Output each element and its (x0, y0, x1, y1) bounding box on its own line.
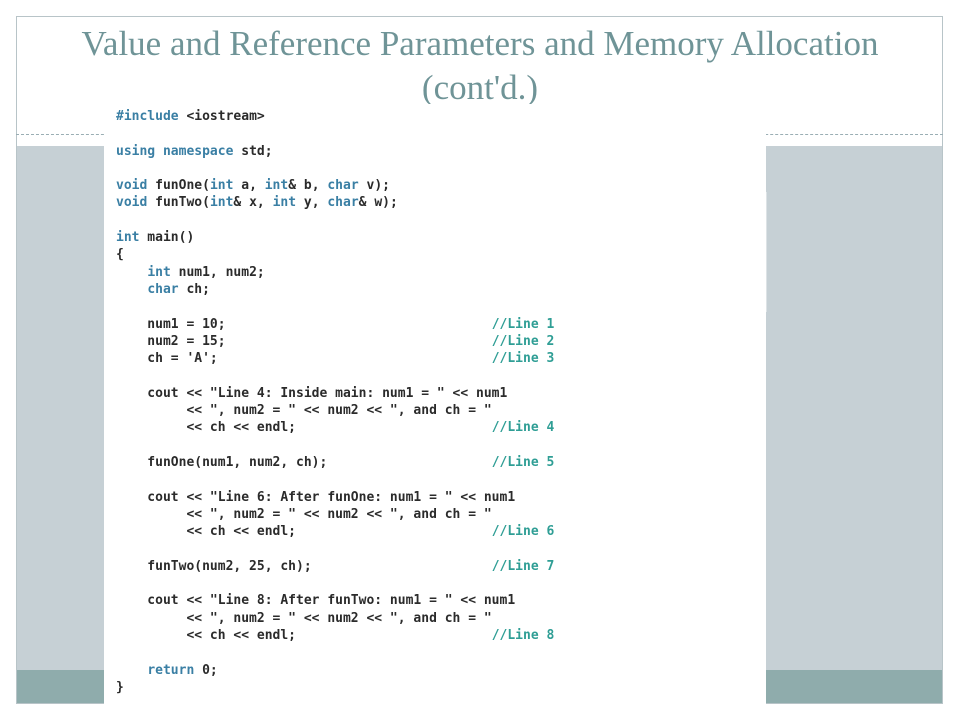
code-line (116, 644, 554, 661)
code-line: char ch; (147, 281, 210, 297)
code-line: << ", num2 = " << num2 << ", and ch = " (116, 403, 492, 419)
code-line: << ch << endl; //Line 6 (116, 524, 555, 540)
code-line: int main() (116, 230, 195, 246)
code-line (116, 160, 554, 177)
code-line: funOne(num1, num2, ch); //Line 5 (116, 454, 555, 470)
code-line: << ch << endl; //Line 4 (116, 420, 555, 436)
left-footer-bar (17, 670, 104, 703)
code-line (116, 125, 554, 142)
code-line: void funOne(int a, int& b, char v); (116, 178, 390, 194)
right-footer-bar (766, 670, 942, 703)
code-line (116, 298, 554, 315)
code-listing-card: #include <iostream> using namespace std; v… (104, 104, 767, 704)
code-line (116, 437, 554, 454)
code-line: << ", num2 = " << num2 << ", and ch = " (116, 610, 492, 626)
code-line: num2 = 15; //Line 2 (116, 333, 555, 349)
code-line: num1 = 10; //Line 1 (116, 316, 555, 332)
code-line: int num1, num2; (147, 264, 265, 280)
code-line (116, 540, 554, 557)
code-line: cout << "Line 6: After funOne: num1 = " … (116, 489, 516, 505)
slide-title: Value and Reference Parameters and Memor… (81, 24, 879, 107)
code-line: << ch << endl; //Line 8 (116, 627, 555, 643)
left-panel (17, 146, 104, 670)
code-line: << ", num2 = " << num2 << ", and ch = " (116, 506, 492, 522)
code-line: cout << "Line 4: Inside main: num1 = " <… (116, 385, 508, 401)
code-line (116, 367, 554, 384)
code-line: #include <iostream> (116, 109, 265, 124)
code-line: void funTwo(int& x, int y, char& w); (116, 195, 398, 211)
code-line: funTwo(num2, 25, ch); //Line 7 (116, 558, 555, 574)
code-line: using namespace std; (116, 143, 273, 159)
code-line: return 0; (147, 662, 218, 678)
code-line (116, 575, 554, 592)
code-line: { (116, 247, 124, 263)
code-line (116, 471, 554, 488)
code-line: cout << "Line 8: After funTwo: num1 = " … (116, 593, 516, 609)
code-line (116, 212, 554, 229)
code-line: ch = 'A'; //Line 3 (116, 351, 555, 367)
code-listing: #include <iostream> using namespace std; v… (116, 108, 554, 696)
code-line: } (116, 679, 124, 695)
right-panel (766, 146, 942, 670)
